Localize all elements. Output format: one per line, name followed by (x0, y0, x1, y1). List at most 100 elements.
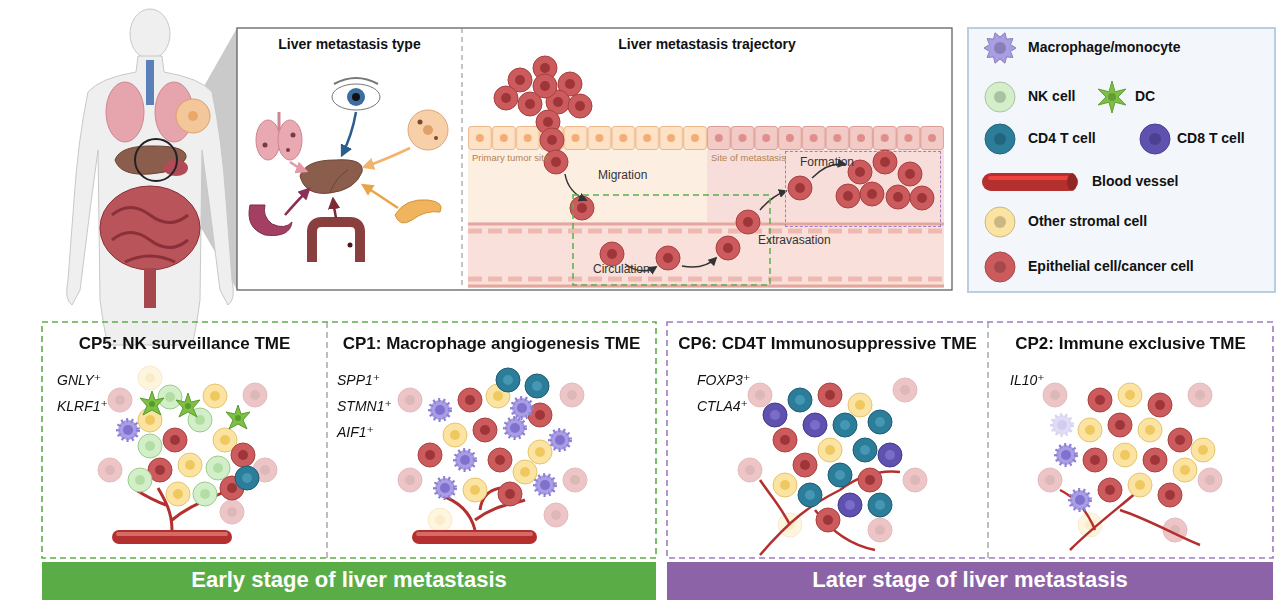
cp1-cell-cluster (528, 440, 552, 464)
cp6-cell-cluster (788, 388, 812, 412)
primary-site-region: Primary tumor site (468, 150, 707, 288)
trajectory-illustration (565, 174, 586, 200)
cp1-cell-cluster (560, 383, 584, 407)
cp5-cell-cluster (108, 388, 132, 412)
organ-illustration (256, 120, 280, 160)
vessel-icon (1067, 173, 1077, 191)
cp5-cell-cluster (231, 443, 255, 467)
organ-illustration (291, 133, 296, 138)
cp1-cell-cluster (535, 475, 555, 495)
stage-band: Later stage of liver metastasis (667, 562, 1273, 600)
cell-icon (985, 252, 1015, 282)
cp6-cell-cluster (868, 410, 892, 434)
legend-label: Other stromal cell (1028, 213, 1147, 230)
cp1-cell-cluster (488, 448, 512, 472)
organ-illustration (395, 200, 441, 223)
organ-illustration (423, 125, 433, 135)
organ-illustration (285, 189, 309, 215)
node-title: CP5: NK surveillance TME (42, 334, 327, 354)
cp5-cell-cluster (128, 468, 152, 492)
legend-swatch (1094, 79, 1130, 115)
organ-illustration (249, 205, 292, 235)
trajectory-illustration (716, 236, 740, 260)
node-text: GNLY⁺ (57, 372, 101, 389)
cp5-cell-cluster (235, 466, 259, 490)
cp6-cell-cluster (853, 438, 877, 462)
cp1-cell-cluster (428, 508, 452, 532)
cp6-cell-cluster (893, 378, 917, 402)
human-figure (67, 9, 234, 345)
cp5-cell-cluster (138, 366, 162, 390)
organ-illustration (290, 162, 306, 171)
cp5-cell-cluster (193, 482, 217, 506)
cp2-cell-cluster (1038, 383, 1222, 550)
cp1-cell-cluster (525, 374, 549, 398)
cp6-cell-cluster (748, 383, 772, 407)
organ-illustration (334, 78, 378, 84)
cp5-cell-cluster (98, 458, 122, 482)
cp1-cell-cluster (505, 418, 525, 438)
organ-illustration (286, 148, 290, 152)
trajectory-illustration (494, 86, 518, 110)
cp5-cell-cluster (112, 530, 232, 544)
tme-panel: CP2: Immune exclusive TMEIL10⁺ (988, 322, 1273, 558)
trajectory-illustration (468, 126, 707, 150)
cp1-cell-cluster (463, 478, 487, 502)
cp1-cell-cluster (473, 418, 497, 442)
cp6-cell-cluster (773, 428, 797, 452)
step-label: Migration (598, 168, 647, 182)
human-figure (188, 111, 198, 121)
node-text: CTLA4⁺ (697, 398, 748, 415)
cell-icon (994, 133, 1006, 145)
cp1-cell-cluster (416, 532, 533, 536)
organ-illustration (364, 148, 410, 167)
panel-frames (42, 322, 656, 558)
legend-label: CD8 T cell (1177, 130, 1245, 147)
cp1-cell-cluster (496, 368, 520, 392)
trajectory-illustration (707, 126, 944, 150)
cp2-cell-cluster (1043, 383, 1067, 407)
organ-illustration (418, 120, 423, 125)
cp2-cell-cluster (1148, 393, 1172, 417)
cp2-cell-cluster (1138, 418, 1162, 442)
cp6-cell-cluster (763, 403, 787, 427)
cp1-cell-cluster (458, 388, 482, 412)
trajectory-illustration (836, 184, 860, 208)
cp1-cell-cluster (498, 482, 522, 506)
panel-frames (987, 322, 988, 558)
trajectory-illustration (860, 182, 884, 206)
cp1-cell-cluster (563, 468, 587, 492)
trajectory-illustration (468, 223, 944, 226)
organ-illustration (263, 143, 268, 148)
trajectory-illustration (886, 185, 910, 209)
node-title: Later stage of liver metastasis (667, 567, 1273, 593)
top-panel-frame (237, 28, 952, 290)
cp6-cell-cluster (818, 383, 842, 407)
organ-illustration (333, 199, 336, 218)
cp1-cell-cluster (513, 460, 537, 484)
cell-icon (1149, 133, 1161, 145)
cp5-cell-cluster (243, 383, 267, 407)
cp2-cell-cluster (1070, 490, 1090, 510)
legend-swatch (982, 249, 1018, 285)
legend-label: Blood vessel (1092, 173, 1178, 190)
cell-icon (994, 216, 1006, 228)
cp2-cell-cluster (1128, 473, 1152, 497)
organ-illustration (278, 120, 302, 160)
cp6-cell-cluster (838, 493, 862, 517)
cp1-cell-cluster (418, 443, 442, 467)
cp1-cell-cluster (398, 383, 587, 532)
organ-illustration (347, 88, 365, 106)
node-title: Liver metastasis trajectory (462, 36, 952, 53)
cp6-cell-cluster (848, 393, 872, 417)
organ-illustration (363, 185, 398, 208)
cp1-cell-cluster (398, 388, 422, 412)
top-panel-frame (237, 28, 952, 290)
cp5-cell-cluster (140, 391, 164, 415)
node-text: FOXP3⁺ (697, 372, 750, 389)
cp6-cell-cluster (828, 463, 852, 487)
type-panel: Liver metastasis type (237, 28, 462, 290)
cp5-cell-cluster (116, 532, 228, 536)
cp2-cell-cluster (1113, 443, 1137, 467)
